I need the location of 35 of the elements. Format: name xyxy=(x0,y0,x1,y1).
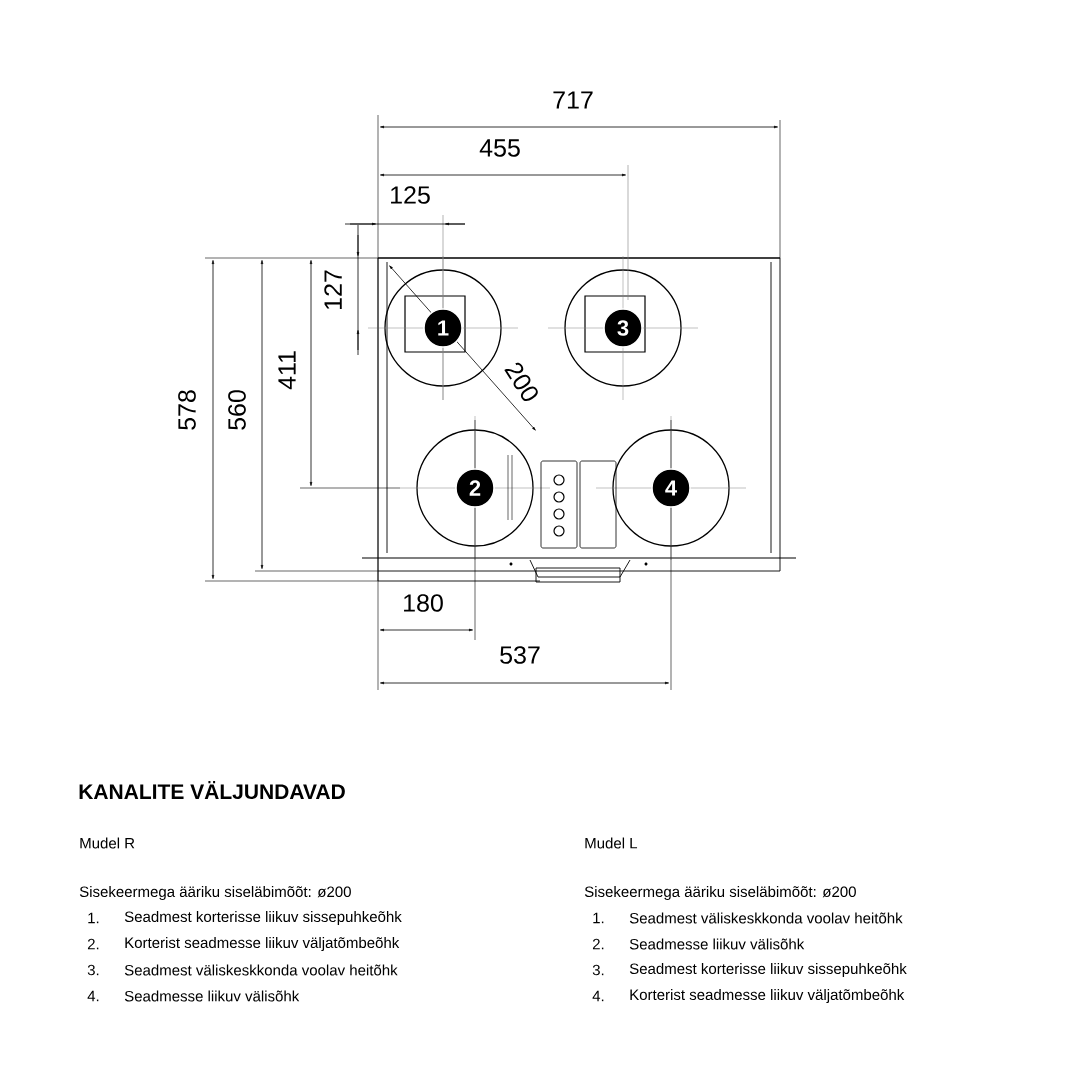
model-heading: Mudel L xyxy=(585,837,638,849)
dimension-label: 578 xyxy=(177,388,197,432)
port-number: 4 xyxy=(651,468,691,508)
dimension-label: 455 xyxy=(478,138,522,158)
list-number: 4. xyxy=(87,990,99,1002)
port-number: 1 xyxy=(423,308,463,348)
list-item: Seadmest korterisse liikuv sissepuhkeõhk xyxy=(629,963,907,977)
list-item: Seadmesse liikuv välisõhk xyxy=(629,938,805,950)
dimension-label: 200 xyxy=(502,358,542,406)
list-item: Seadmest väliskeskkonda voolav heitõhk xyxy=(124,964,398,976)
list-item: Seadmesse liikuv välisõhk xyxy=(124,990,300,1002)
dimension-label: 411 xyxy=(277,349,297,391)
dimension-label: 180 xyxy=(401,593,445,613)
list-number: 3. xyxy=(592,964,604,976)
list-item: Korterist seadmesse liikuv väljatõmbeõhk xyxy=(630,989,905,1003)
port-number: 3 xyxy=(603,308,643,348)
dimension-label: 560 xyxy=(227,388,247,432)
list-item: Seadmest väliskeskkonda voolav heitõhk xyxy=(629,912,903,924)
diameter-note: Sisekeermega ääriku siseläbimõõt: ø200 xyxy=(584,886,856,900)
list-number: 1. xyxy=(88,912,99,924)
dimension-label: 717 xyxy=(551,90,595,110)
dimension-label: 127 xyxy=(323,268,343,312)
dimension-label: 125 xyxy=(388,185,432,205)
list-number: 2. xyxy=(87,938,99,950)
list-number: 3. xyxy=(87,964,99,976)
heading: KANALITE VÄLJUNDAVAD xyxy=(79,780,345,800)
list-number: 1. xyxy=(593,912,604,924)
model-heading: Mudel R xyxy=(80,837,135,849)
list-item: Seadmest korterisse liikuv sissepuhkeõhk xyxy=(124,911,402,925)
list-item: Korterist seadmesse liikuv väljatõmbeõhk xyxy=(125,937,400,951)
list-number: 4. xyxy=(592,990,604,1002)
diameter-note: Sisekeermega ääriku siseläbimõõt: ø200 xyxy=(79,886,351,900)
port-number: 2 xyxy=(455,468,495,508)
list-number: 2. xyxy=(592,938,604,950)
dimension-label: 537 xyxy=(498,645,542,665)
